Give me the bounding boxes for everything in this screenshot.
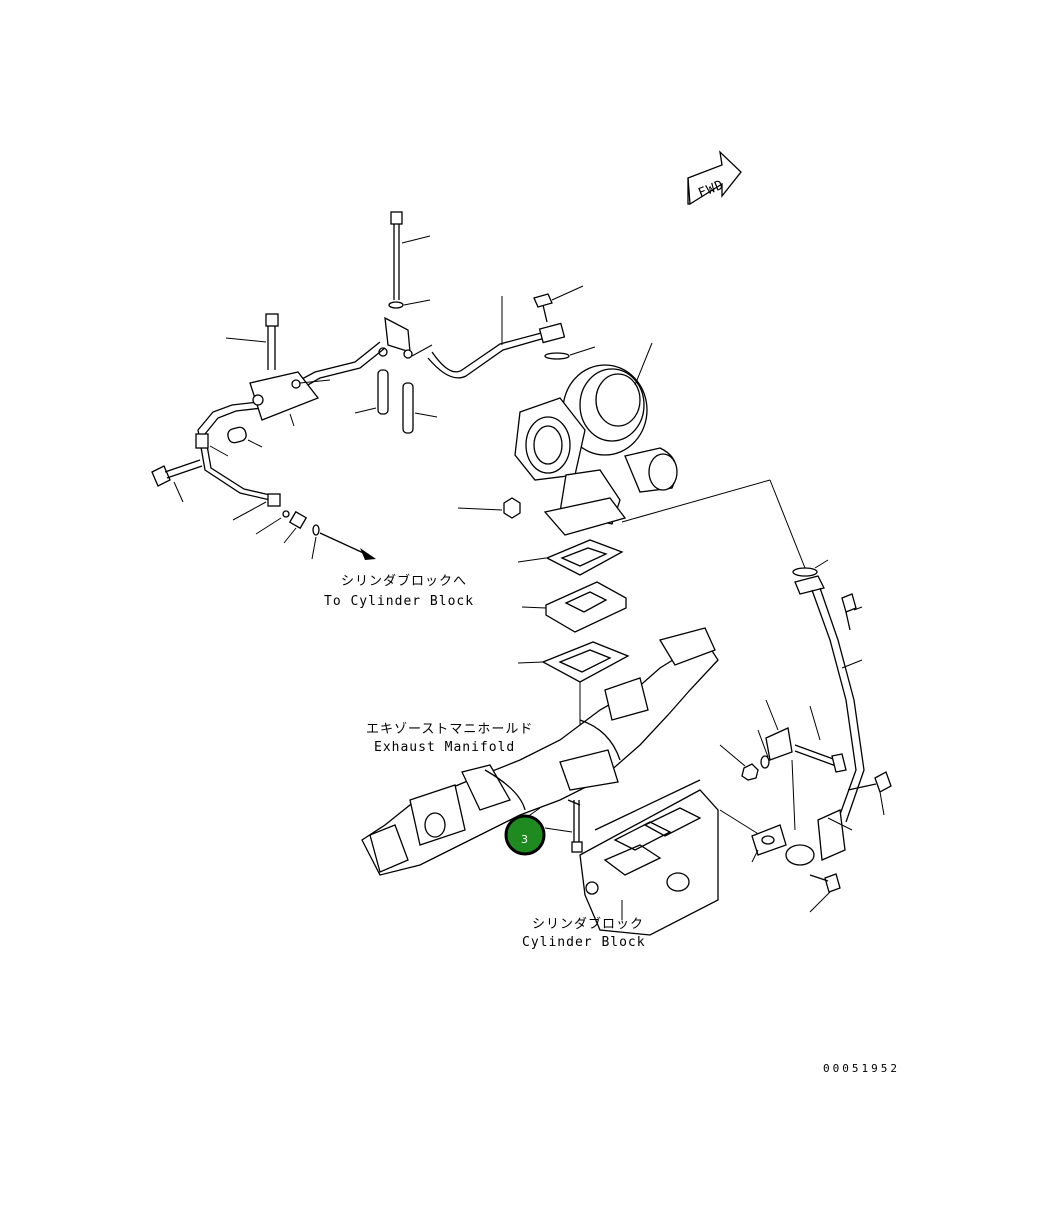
upper-tube-assembly (151, 211, 596, 560)
fwd-label: FWD (696, 178, 726, 202)
exhaust-manifold-label-en: Exhaust Manifold (374, 740, 515, 755)
exhaust-manifold-label-jp: エキゾーストマニホールド (366, 722, 533, 737)
to-cylinder-block-label-jp: シリンダブロックへ (341, 573, 467, 589)
fwd-arrow-icon: FWD (687, 150, 742, 206)
exhaust-manifold (361, 627, 719, 876)
oil-drain-tube (621, 479, 892, 913)
turbocharger (514, 342, 678, 536)
to-cylinder-block-label-en: To Cylinder Block (324, 594, 474, 609)
mounting-stack (457, 497, 630, 760)
drawing-number: 00051952 (823, 1062, 900, 1075)
cylinder-block-label-jp: シリンダブロック (532, 916, 644, 932)
callout-3[interactable]: 3 (504, 814, 546, 856)
callout-3-circle[interactable] (504, 814, 546, 856)
cylinder-block (579, 779, 761, 936)
cylinder-block-label-en: Cylinder Block (522, 935, 646, 950)
callout-3-number[interactable]: 3 (521, 833, 528, 846)
